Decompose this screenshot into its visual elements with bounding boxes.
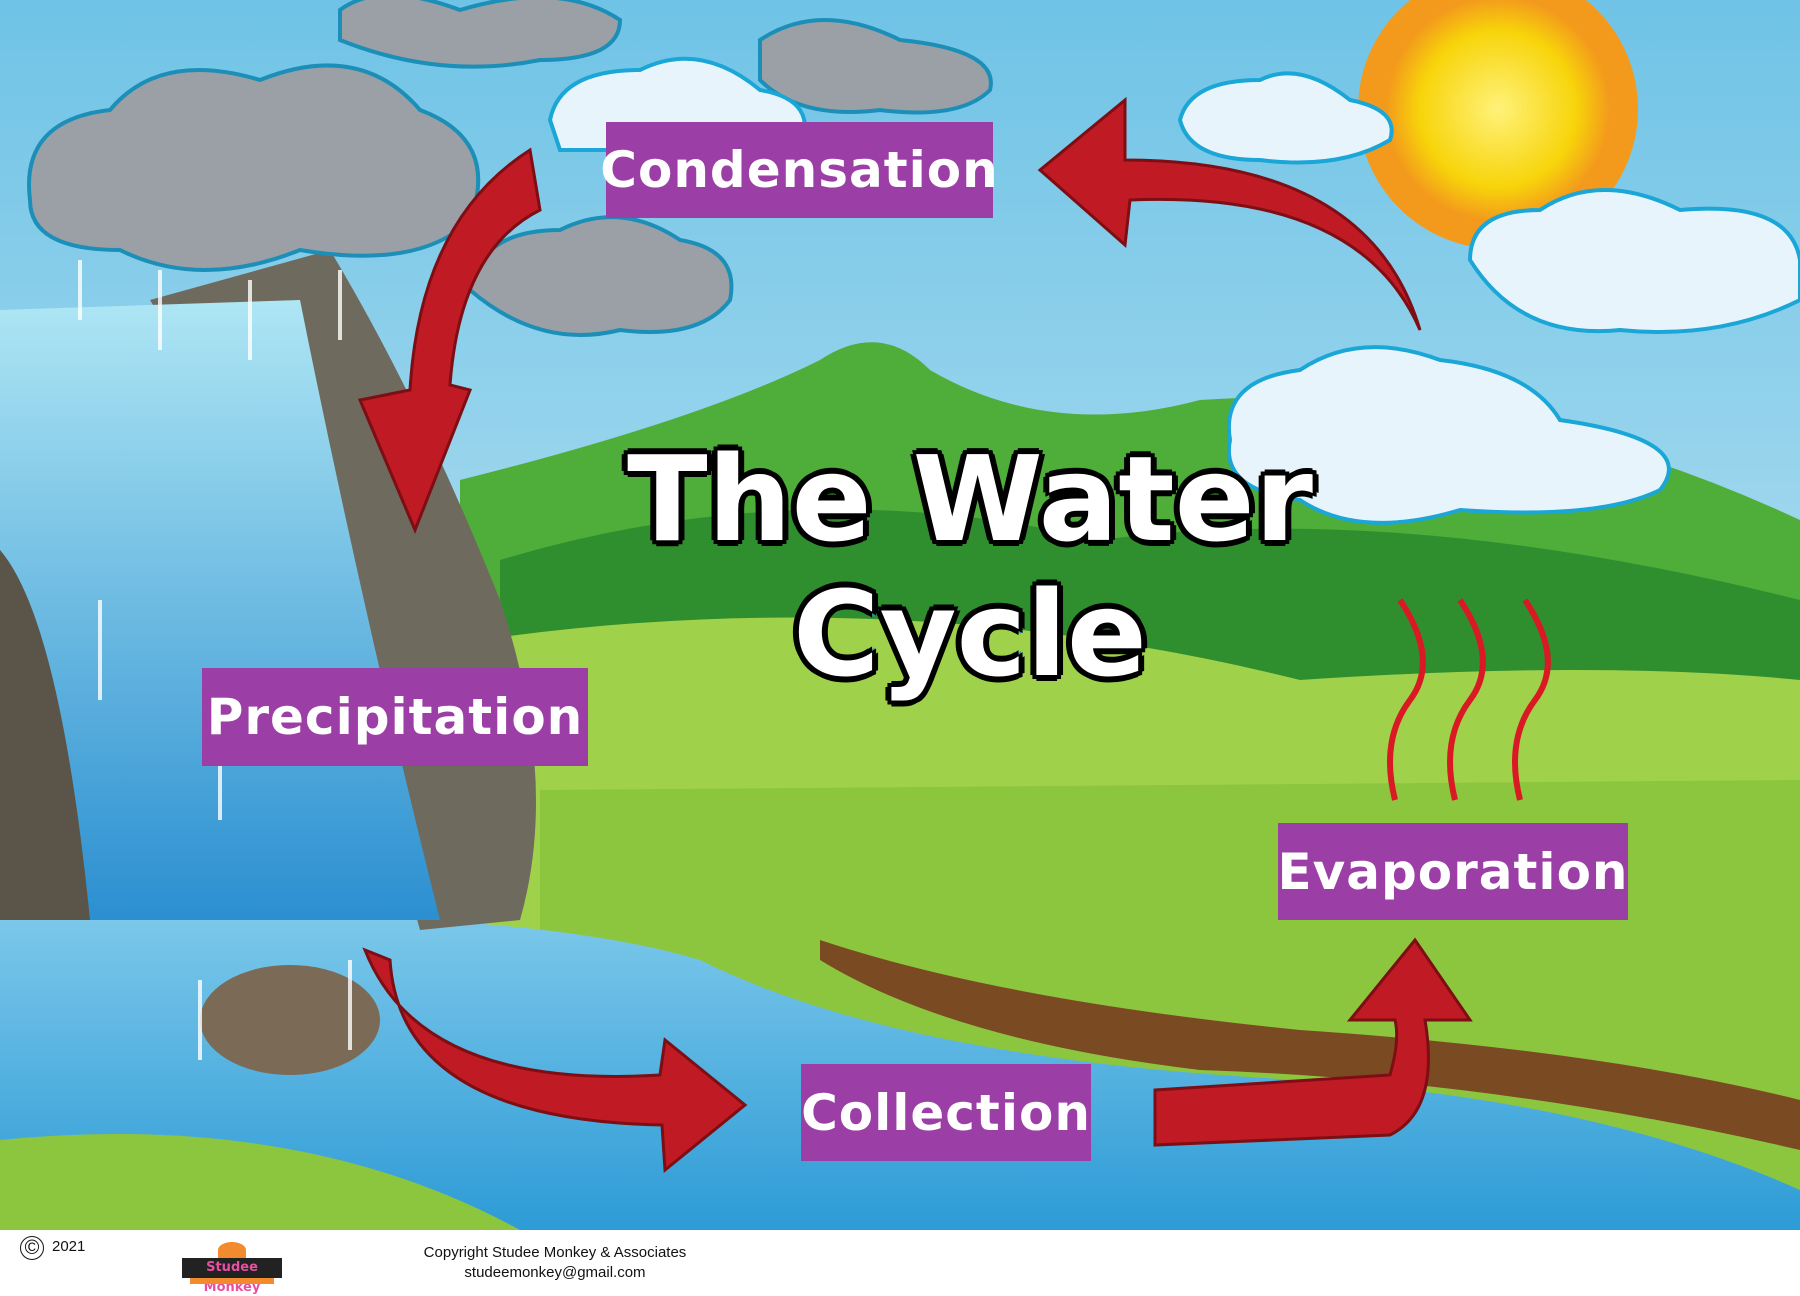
cycle-arrows xyxy=(357,96,1473,1173)
logo-text: Studee Monkey xyxy=(182,1258,282,1295)
title-line-2: Cycle xyxy=(791,563,1150,706)
stage-label-collection: Collection xyxy=(801,1064,1091,1161)
stage-label-evaporation: Evaporation xyxy=(1278,823,1628,920)
footer-year: 2021 xyxy=(52,1238,86,1255)
studee-monkey-logo: Studee Monkey xyxy=(182,1242,282,1295)
title-line-1: The Water xyxy=(625,428,1316,571)
copyright-symbol-icon: © xyxy=(20,1236,44,1260)
sun-icon xyxy=(1358,0,1638,249)
stage-label-condensation: Condensation xyxy=(600,122,998,218)
footer-copyright: Copyright Studee Monkey & Associates xyxy=(423,1244,687,1261)
stage-label-precipitation: Precipitation xyxy=(202,668,588,766)
footer-email: studeemonkey@gmail.com xyxy=(464,1264,646,1281)
